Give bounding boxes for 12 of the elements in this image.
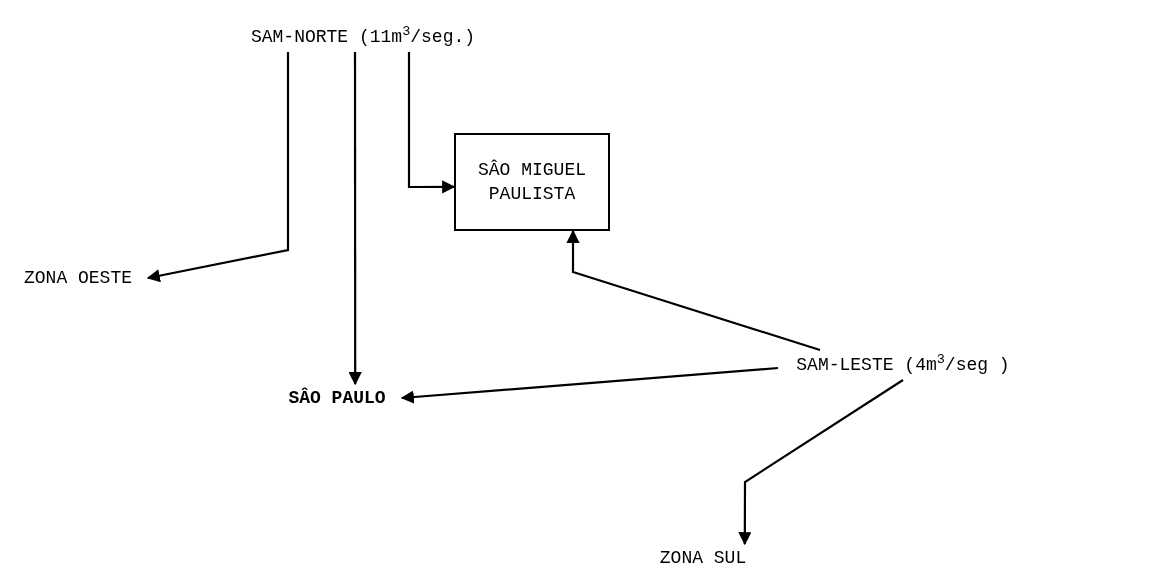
node-label: SÂO PAULO bbox=[272, 384, 402, 412]
node-label: ZONA OESTE bbox=[8, 264, 148, 292]
arrow bbox=[146, 52, 290, 283]
arrow bbox=[407, 52, 456, 194]
arrow bbox=[348, 52, 362, 386]
process-box: SÂO MIGUEL PAULISTA bbox=[454, 133, 610, 231]
arrow bbox=[400, 366, 779, 404]
node-label: SAM-LESTE (4m$^{3}$/seg ) bbox=[778, 350, 1028, 380]
arrow bbox=[566, 229, 821, 352]
node-label: SAM-NORTE (11m$^{3}$/seg.) bbox=[238, 22, 488, 52]
arrow bbox=[738, 379, 904, 546]
node-label: ZONA SUL bbox=[648, 544, 758, 572]
